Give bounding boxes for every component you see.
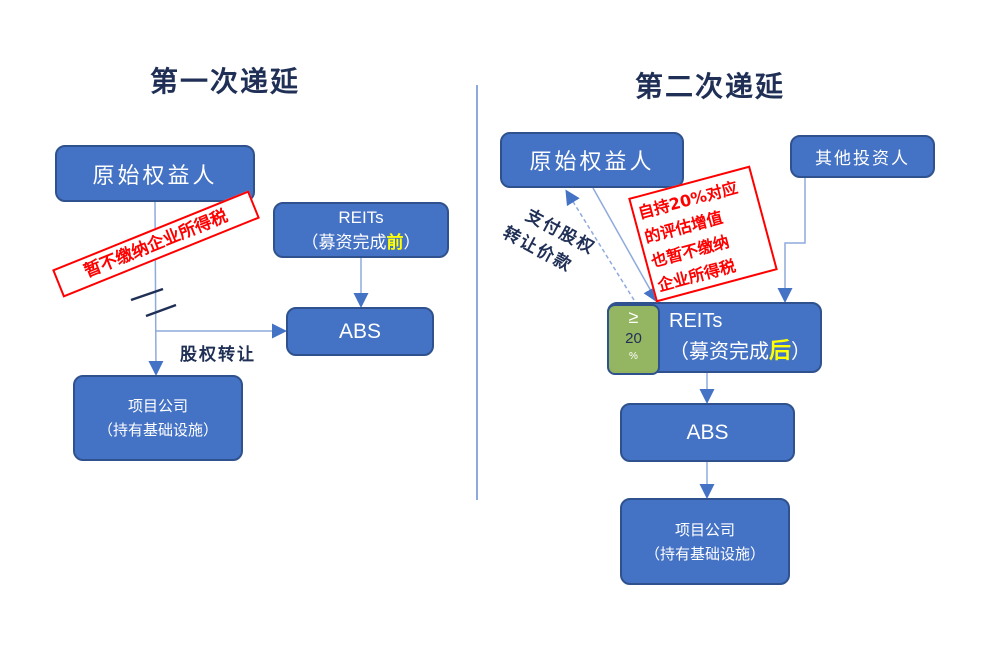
transfer-label: 股权转让 — [180, 345, 256, 365]
arrow-payment-dashed — [565, 189, 635, 301]
holding-unit: % — [629, 351, 638, 362]
box-label: 项目公司 — [674, 520, 735, 539]
arrow-originator-to-reits — [592, 187, 658, 303]
reits-status-text: （募资完成 — [301, 232, 387, 253]
box-label: 原始权益人 — [92, 163, 218, 189]
left-title: 第一次递延 — [150, 65, 301, 98]
box-label: 原始权益人 — [529, 150, 655, 175]
right-abs-box: ABS — [620, 403, 795, 462]
reits-status: （募资完成后） — [669, 333, 811, 365]
right-project-company-box: 项目公司 （持有基础设施） — [620, 498, 790, 585]
reits-status-close: ） — [403, 232, 421, 253]
break-mark-2 — [145, 303, 177, 318]
right-originator-box: 原始权益人 — [500, 132, 684, 188]
reits-status: （募资完成前） — [302, 228, 421, 253]
holding-symbol: ≥ — [628, 307, 639, 327]
reits-status-close: ） — [791, 339, 812, 363]
box-sublabel: （持有基础设施） — [644, 544, 765, 563]
holding-ratio-badge: ≥ 20 % — [607, 304, 660, 375]
other-investors-box: 其他投资人 — [790, 135, 935, 178]
box-sublabel: （持有基础设施） — [97, 421, 218, 439]
left-abs-box: ABS — [286, 307, 434, 356]
left-project-company-box: 项目公司 （持有基础设施） — [73, 375, 243, 461]
reits-status-highlight: 后 — [769, 338, 792, 364]
left-originator-box: 原始权益人 — [55, 145, 255, 202]
box-label: 项目公司 — [127, 397, 188, 415]
reits-label: REITs — [669, 310, 723, 332]
holding-value: 20 — [625, 330, 642, 347]
box-label: 其他投资人 — [815, 149, 910, 169]
arrow-investors-to-reits — [777, 178, 806, 303]
reits-status-highlight: 前 — [386, 232, 404, 253]
break-mark-1 — [130, 287, 164, 302]
right-title: 第二次递延 — [635, 70, 786, 103]
reits-status-text: （募资完成 — [669, 339, 769, 363]
box-label: ABS — [686, 420, 729, 444]
left-reits-box: REITs （募资完成前） — [273, 202, 449, 258]
reits-label: REITs — [338, 207, 384, 227]
box-label: ABS — [338, 319, 382, 343]
